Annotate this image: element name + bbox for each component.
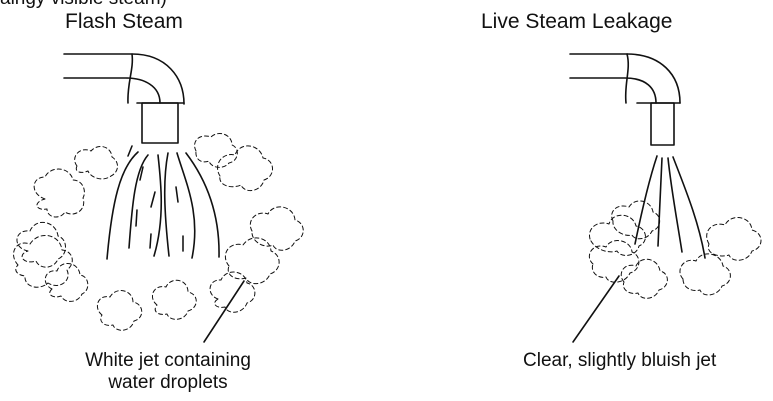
flash-jet-droplet-5 — [135, 209, 138, 227]
live-steam-caption: Clear, slightly bluish jet — [523, 350, 717, 371]
flash-cloud-right-lower — [224, 237, 280, 285]
flash-cloud-main-lower — [13, 235, 73, 288]
flash-steam-caption: White jet containing water droplets — [85, 350, 251, 394]
live-steam-caption-leader — [572, 275, 620, 343]
flash-jet-droplet-1 — [127, 145, 133, 157]
flash-cloud-right-outer — [249, 206, 304, 251]
live-steam-title: Live Steam Leakage — [481, 10, 673, 33]
live-steam-pipe-outer — [569, 53, 681, 104]
flash-cloud-upper-left — [74, 145, 118, 180]
flash-steam-pipe — [63, 53, 185, 144]
flash-jet-line-3 — [153, 154, 163, 257]
live-cloud-left-bottom — [588, 240, 640, 283]
flash-steam-illustration — [13, 53, 304, 343]
flash-steam-jet — [106, 145, 220, 260]
flash-steam-title: Flash Steam — [65, 10, 183, 33]
flash-cloud-bottom-center — [96, 290, 143, 331]
flash-jet-droplet-3 — [150, 191, 156, 208]
flash-steam-caption-leader — [203, 280, 245, 343]
flash-cloud-bottom-left — [44, 263, 89, 302]
flash-jet-line-4 — [163, 152, 170, 257]
live-steam-elbow-top — [624, 53, 630, 104]
flash-jet-line-2 — [128, 154, 149, 249]
flash-jet-droplet-6 — [149, 233, 152, 249]
flash-steam-pipe-outer — [63, 53, 185, 105]
flash-jet-line-5 — [176, 152, 196, 259]
flash-cloud-right-top — [217, 145, 273, 192]
live-cloud-right-top — [706, 217, 762, 261]
flash-cloud-top-right-small — [194, 133, 238, 168]
live-steam-pipe — [569, 53, 681, 146]
flash-steam-nozzle — [141, 102, 179, 144]
flash-steam-pipe-inner — [63, 77, 161, 104]
live-cloud-left-top — [589, 214, 646, 256]
live-cloud-right-bottom — [679, 253, 731, 296]
live-jet-line-4 — [672, 156, 706, 259]
flash-steam-cloud — [13, 133, 304, 331]
flash-steam-elbow-top — [127, 53, 134, 104]
flash-jet-droplet-4 — [175, 186, 179, 203]
flash-jet-droplet-2 — [139, 166, 144, 181]
live-jet-line-3 — [667, 157, 683, 253]
live-steam-jet — [634, 155, 706, 259]
flash-cloud-bottom-right — [209, 271, 256, 313]
partial-top-text: alngy visible steam) — [0, 0, 167, 11]
flash-cloud-left-outer — [33, 168, 85, 218]
live-steam-illustration — [569, 53, 762, 343]
live-steam-pipe-inner — [569, 77, 657, 104]
flash-cloud-bottom-mid — [151, 279, 197, 320]
live-jet-line-1 — [634, 155, 658, 245]
flash-cloud-left-bottom — [16, 221, 66, 268]
flash-jet-line-6 — [185, 152, 220, 258]
live-cloud-upper-left — [611, 200, 661, 240]
live-steam-cloud — [588, 200, 762, 299]
live-jet-line-2 — [657, 157, 663, 247]
live-cloud-center-bottom — [620, 258, 668, 299]
live-steam-nozzle — [650, 102, 675, 146]
flash-jet-line-1 — [106, 151, 139, 260]
